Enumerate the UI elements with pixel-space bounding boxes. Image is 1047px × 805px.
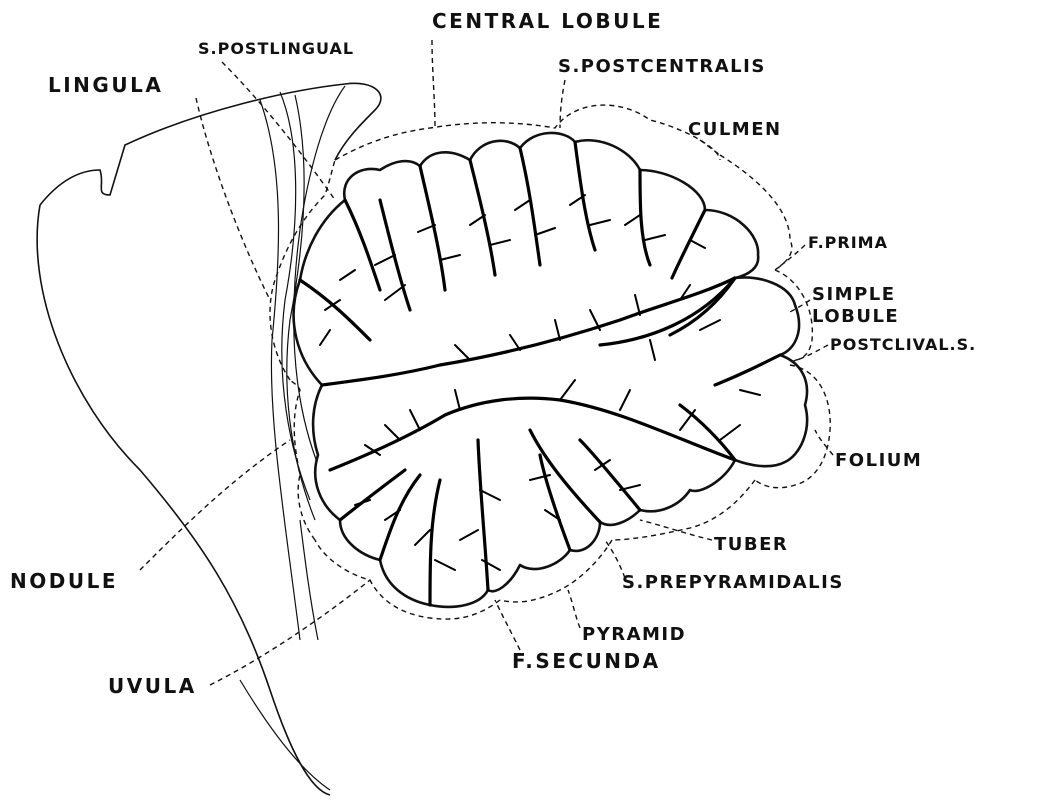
label-s-prepyramidalis: S.PREPYRAMIDALIS: [622, 572, 844, 593]
label-culmen: CULMEN: [688, 119, 782, 140]
label-simple: SIMPLE: [812, 284, 896, 305]
label-s-postlingual: S.POSTLINGUAL: [198, 39, 354, 58]
label-pyramid: PYRAMID: [582, 624, 686, 645]
label-lingula: LINGULA: [48, 73, 163, 97]
label-tuber: TUBER: [714, 534, 788, 555]
label-f-prima: F.PRIMA: [808, 233, 888, 252]
label-lobule: LOBULE: [812, 306, 899, 327]
label-nodule: NODULE: [10, 569, 118, 593]
label-folium: FOLIUM: [835, 450, 922, 471]
label-f-secunda: F.SECUNDA: [512, 649, 661, 673]
label-s-postcentralis: S.POSTCENTRALIS: [558, 56, 766, 77]
label-postclival-s: POSTCLIVAL.S.: [830, 335, 976, 354]
label-uvula: UVULA: [108, 674, 197, 698]
label-central-lobule: CENTRAL LOBULE: [432, 9, 663, 33]
